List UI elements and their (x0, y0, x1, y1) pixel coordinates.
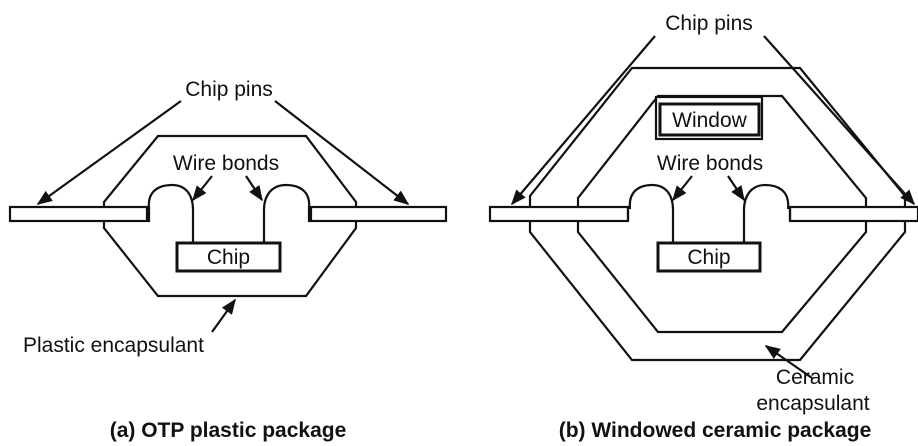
left-pin (488, 205, 630, 223)
chip-box (656, 241, 762, 273)
left-pin (8, 205, 151, 223)
wire-bonds-label: Wire bonds (657, 152, 763, 175)
wire-bonds-arrow-left (672, 175, 693, 202)
window-box (658, 102, 761, 137)
chip-pins-arrow-left (511, 35, 656, 206)
wire-bonds-arrow-left (192, 175, 213, 202)
otp-plastic-package: Chip Chip pins Wire bonds Plastic encaps… (8, 78, 448, 442)
caption-a: (a) OTP plastic package (110, 419, 347, 442)
caption-b: (b) Windowed ceramic package (559, 419, 872, 442)
chip-box (175, 241, 282, 273)
chip-pins-arrow-right (274, 100, 410, 205)
ceramic-label-line2: encapsulant (756, 392, 869, 415)
wire-bond-left (628, 183, 675, 245)
wire-bond-right (742, 183, 790, 245)
chip-pins-label: Chip pins (665, 12, 753, 35)
chip-label: Chip (207, 246, 250, 269)
wire-bond-right (262, 183, 311, 245)
plastic-encapsulant-label: Plastic encapsulant (23, 334, 204, 357)
wire-bond-left (147, 183, 195, 245)
chip-pins-arrow-left (36, 100, 182, 205)
wire-bonds-arrow-right (245, 175, 263, 202)
chip-label: Chip (687, 246, 730, 269)
windowed-ceramic-package: Window Chip Chip pins Wire bonds Ceramic… (488, 12, 918, 442)
right-pin (788, 205, 918, 223)
encapsulant-arrow (211, 298, 236, 333)
encapsulant-arrow (764, 345, 813, 379)
chip-pins-label: Chip pins (185, 78, 273, 101)
ceramic-label-line1: Ceramic (776, 366, 854, 389)
right-pin (307, 205, 448, 223)
window-label: Window (672, 109, 748, 132)
wire-bonds-arrow-right (727, 175, 745, 202)
wire-bonds-label: Wire bonds (173, 152, 279, 175)
chip-pins-arrow-right (763, 35, 916, 206)
